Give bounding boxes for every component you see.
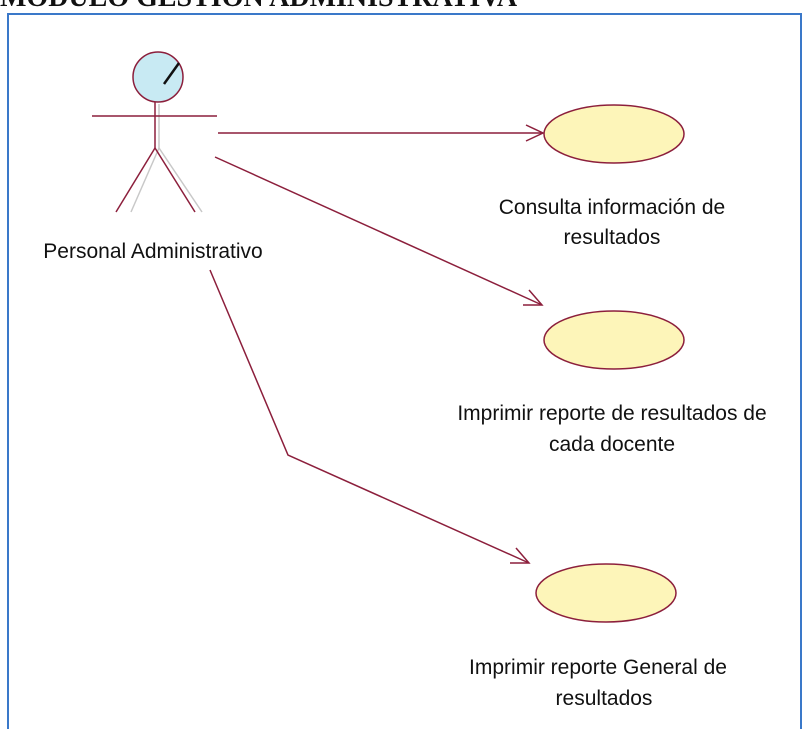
actor-leg-left [115,147,156,213]
use-case-label-line2: resultados [556,687,653,710]
use-case-imprimir-reporte-docente[interactable]: Imprimir reporte de resultados de cada d… [457,310,767,456]
use-case-ellipse [535,563,677,623]
actor-head [132,51,184,103]
actor-leg-right [154,147,196,213]
use-case-label-line2: resultados [564,226,661,249]
association-line [209,269,530,564]
association-arrowhead [523,289,544,306]
use-case-ellipse [543,310,685,370]
association-line [214,156,543,306]
actor-leg-shadow [158,147,203,213]
association-arrowhead [525,124,545,142]
use-case-consulta-informacion[interactable]: Consulta información de resultados [499,104,725,249]
diagram-frame [7,13,802,729]
use-case-ellipse [543,104,685,164]
use-case-label-line2: cada docente [549,433,675,456]
actor-leg-shadow [130,147,160,213]
association-1[interactable] [218,124,545,142]
association-arrowhead [510,547,531,564]
use-case-label-line1: Imprimir reporte de resultados de [457,402,766,425]
use-case-label-line1: Consulta información de [499,196,725,219]
actor-personal-administrativo[interactable]: Personal Administrativo [43,51,263,263]
association-2[interactable] [214,156,544,306]
actor-head-mark [162,62,181,85]
use-case-imprimir-reporte-general[interactable]: Imprimir reporte General de resultados [469,563,727,710]
association-3[interactable] [209,269,531,564]
actor-label: Personal Administrativo [43,240,262,263]
diagram-title: MODULO GESTION ADMINISTRATIVA [0,0,518,13]
use-case-label-line1: Imprimir reporte General de [469,656,727,679]
